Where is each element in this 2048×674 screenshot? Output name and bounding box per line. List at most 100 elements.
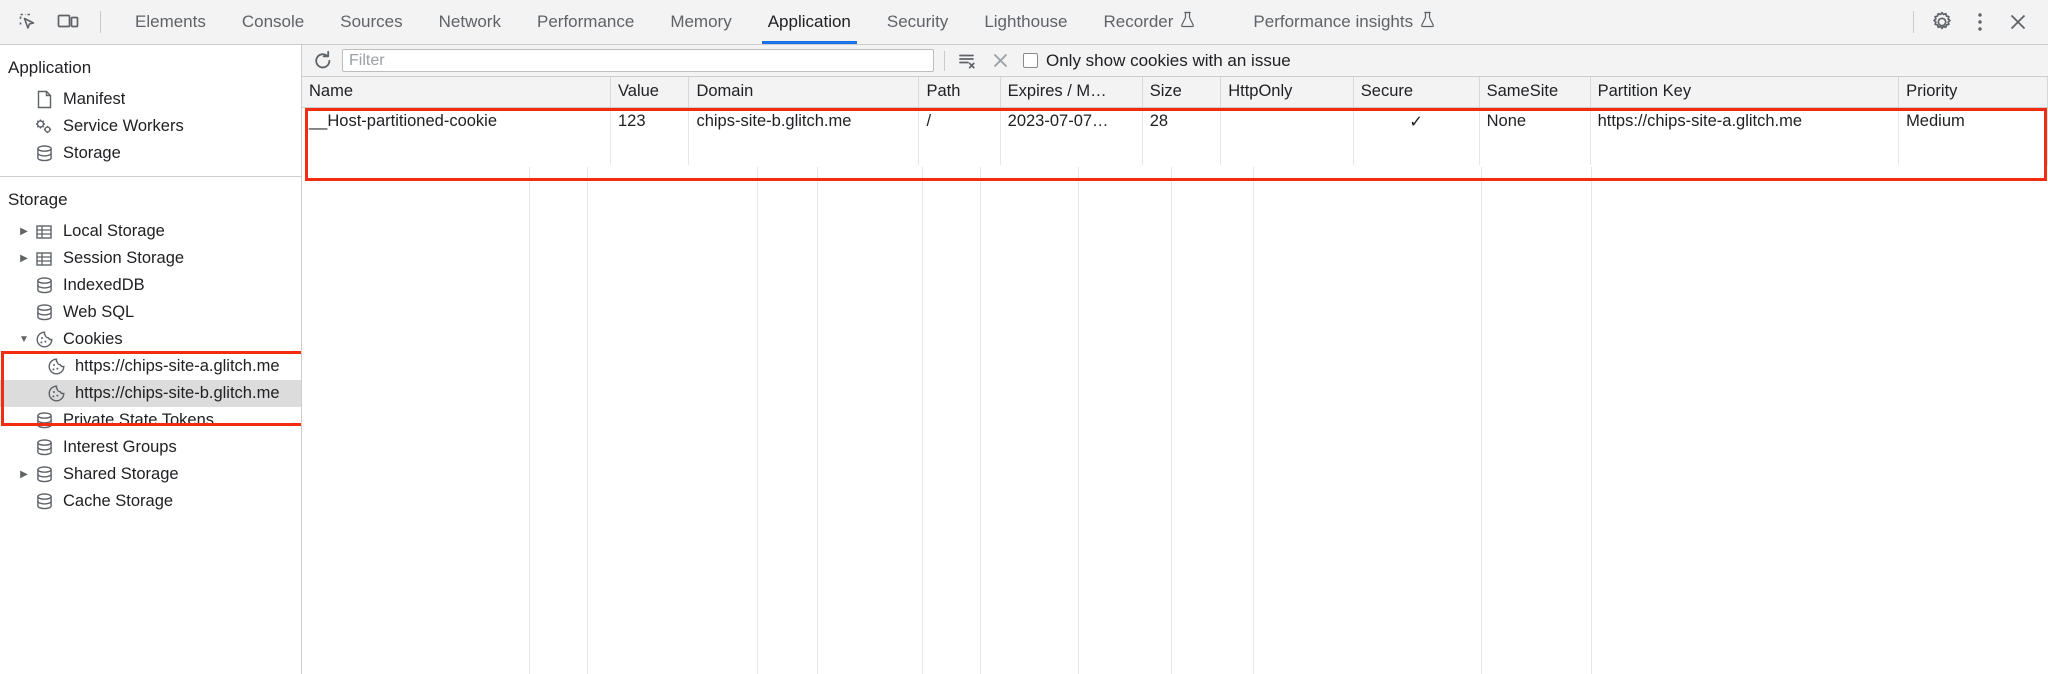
cell-name[interactable]: __Host-partitioned-cookie bbox=[302, 107, 611, 136]
cell-priority[interactable]: Medium bbox=[1898, 107, 2048, 136]
device-toolbar-icon[interactable] bbox=[50, 6, 86, 38]
tab-lighthouse[interactable]: Lighthouse bbox=[966, 0, 1085, 44]
chevron-down-icon[interactable]: ▼ bbox=[19, 334, 29, 345]
refresh-icon[interactable] bbox=[310, 48, 336, 74]
cell-expires[interactable]: 2023-07-07… bbox=[1000, 107, 1143, 136]
cookie-icon bbox=[44, 384, 68, 404]
tab-performance-insights[interactable]: Performance insights bbox=[1235, 0, 1453, 44]
clear-filter-icon[interactable] bbox=[955, 48, 981, 74]
sidebar-item-label: IndexedDB bbox=[63, 276, 145, 294]
storage-section: Storage ▶ Local Storage ▶ bbox=[0, 177, 301, 515]
sidebar-item-label: Private State Tokens bbox=[63, 411, 215, 429]
sidebar-item-label: Manifest bbox=[63, 90, 126, 108]
cell-size[interactable]: 28 bbox=[1142, 107, 1222, 136]
sidebar-item-interest-groups[interactable]: Interest Groups bbox=[0, 434, 301, 461]
column-header-samesite[interactable]: SameSite bbox=[1479, 77, 1591, 108]
column-header-domain[interactable]: Domain bbox=[688, 77, 920, 108]
kebab-menu-icon[interactable] bbox=[1962, 6, 1998, 38]
chevron-right-icon[interactable]: ▶ bbox=[20, 226, 28, 237]
database-icon bbox=[32, 144, 56, 164]
sidebar-item-indexeddb[interactable]: IndexedDB bbox=[0, 272, 301, 299]
cookie-icon bbox=[44, 357, 68, 377]
chevron-right-icon[interactable]: ▶ bbox=[20, 253, 28, 264]
tab-label: Performance bbox=[536, 12, 635, 31]
filter-toolbar-divider bbox=[944, 50, 945, 71]
column-header-httponly[interactable]: HttpOnly bbox=[1220, 77, 1354, 108]
column-header-expires[interactable]: Expires / M… bbox=[1000, 77, 1143, 108]
tab-console[interactable]: Console bbox=[224, 0, 322, 44]
cell-domain[interactable]: chips-site-b.glitch.me bbox=[688, 107, 920, 136]
database-icon bbox=[32, 492, 56, 512]
tab-label: Performance insights bbox=[1253, 12, 1414, 31]
close-icon[interactable] bbox=[2000, 6, 2036, 38]
cookies-table: Name Value Domain Path Expires / M… Size… bbox=[302, 77, 2048, 165]
sidebar-item-storage[interactable]: Storage bbox=[0, 140, 301, 167]
cell-partition-key[interactable]: https://chips-site-a.glitch.me bbox=[1590, 107, 1900, 136]
table-icon bbox=[32, 249, 56, 269]
column-header-name[interactable]: Name bbox=[302, 77, 611, 108]
column-header-path[interactable]: Path bbox=[918, 77, 1001, 108]
sidebar-item-label: https://chips-site-a.glitch.me bbox=[75, 357, 280, 375]
cookies-table-container: Name Value Domain Path Expires / M… Size… bbox=[302, 77, 2048, 674]
database-icon bbox=[32, 411, 56, 431]
sidebar-item-label: Shared Storage bbox=[63, 465, 179, 483]
tab-memory[interactable]: Memory bbox=[652, 0, 749, 44]
only-show-issues-checkbox[interactable] bbox=[1023, 53, 1038, 68]
filter-input[interactable] bbox=[342, 49, 934, 72]
inspect-element-icon[interactable] bbox=[10, 6, 46, 38]
sidebar-item-service-workers[interactable]: Service Workers bbox=[0, 113, 301, 140]
tab-label: Application bbox=[767, 12, 851, 31]
cell-httponly[interactable] bbox=[1220, 107, 1354, 136]
gear-icon[interactable] bbox=[1924, 6, 1960, 38]
chevron-right-icon[interactable]: ▶ bbox=[20, 469, 28, 480]
cell-secure[interactable]: ✓ bbox=[1353, 107, 1480, 136]
experiment-flask-icon bbox=[1180, 11, 1195, 33]
toolbar-divider-right bbox=[1913, 11, 1914, 33]
tab-label: Lighthouse bbox=[984, 12, 1068, 31]
section-title-storage: Storage bbox=[8, 190, 68, 209]
sidebar-divider bbox=[0, 176, 301, 177]
table-row[interactable]: __Host-partitioned-cookie 123 chips-site… bbox=[302, 107, 2048, 136]
sidebar-item-label: Interest Groups bbox=[63, 438, 177, 456]
column-header-priority[interactable]: Priority bbox=[1898, 77, 2048, 108]
sidebar-item-private-state-tokens[interactable]: Private State Tokens bbox=[0, 407, 301, 434]
tab-label: Network bbox=[438, 12, 501, 31]
column-header-size[interactable]: Size bbox=[1142, 77, 1222, 108]
table-empty-grid bbox=[302, 167, 2048, 674]
only-show-issues-label: Only show cookies with an issue bbox=[1046, 50, 1291, 70]
sidebar-item-shared-storage[interactable]: ▶ Shared Storage bbox=[0, 461, 301, 488]
sidebar-item-web-sql[interactable]: Web SQL bbox=[0, 299, 301, 326]
column-header-secure[interactable]: Secure bbox=[1353, 77, 1480, 108]
sidebar-item-cache-storage[interactable]: Cache Storage bbox=[0, 488, 301, 515]
tab-performance[interactable]: Performance bbox=[519, 0, 652, 44]
tab-application[interactable]: Application bbox=[750, 0, 869, 44]
column-header-value[interactable]: Value bbox=[610, 77, 690, 108]
clear-all-icon[interactable] bbox=[987, 48, 1013, 74]
sidebar-item-session-storage[interactable]: ▶ Session Storage bbox=[0, 245, 301, 272]
cell-path[interactable]: / bbox=[918, 107, 1001, 136]
sidebar-item-cookies-site-a[interactable]: https://chips-site-a.glitch.me bbox=[0, 353, 301, 380]
table-header-row: Name Value Domain Path Expires / M… Size… bbox=[302, 77, 2048, 108]
sidebar-item-cookies-site-b[interactable]: https://chips-site-b.glitch.me bbox=[0, 380, 301, 407]
table-icon bbox=[32, 222, 56, 242]
only-show-issues-checkbox-wrap[interactable]: Only show cookies with an issue bbox=[1023, 51, 1291, 71]
tab-security[interactable]: Security bbox=[869, 0, 966, 44]
cell-value[interactable]: 123 bbox=[610, 107, 690, 136]
sidebar-item-cookies[interactable]: ▼ Cookies bbox=[0, 326, 301, 353]
tab-sources[interactable]: Sources bbox=[322, 0, 420, 44]
sidebar-item-manifest[interactable]: Manifest bbox=[0, 86, 301, 113]
sidebar-item-label: Cookies bbox=[63, 330, 123, 348]
sidebar-item-local-storage[interactable]: ▶ Local Storage bbox=[0, 218, 301, 245]
tab-elements[interactable]: Elements bbox=[117, 0, 224, 44]
tab-network[interactable]: Network bbox=[421, 0, 519, 44]
sidebar-item-label: Web SQL bbox=[63, 303, 135, 321]
cookies-filter-toolbar: Only show cookies with an issue bbox=[302, 45, 2048, 77]
tab-recorder[interactable]: Recorder bbox=[1086, 0, 1214, 44]
devtools-body: Application Manifest bbox=[0, 45, 2048, 674]
tab-label: Memory bbox=[670, 12, 732, 31]
cell-samesite[interactable]: None bbox=[1479, 107, 1591, 136]
sidebar-item-label: https://chips-site-b.glitch.me bbox=[75, 384, 280, 402]
column-header-partition-key[interactable]: Partition Key bbox=[1590, 77, 1900, 108]
tab-label: Security bbox=[886, 12, 949, 31]
sidebar-item-label: Local Storage bbox=[63, 222, 165, 240]
